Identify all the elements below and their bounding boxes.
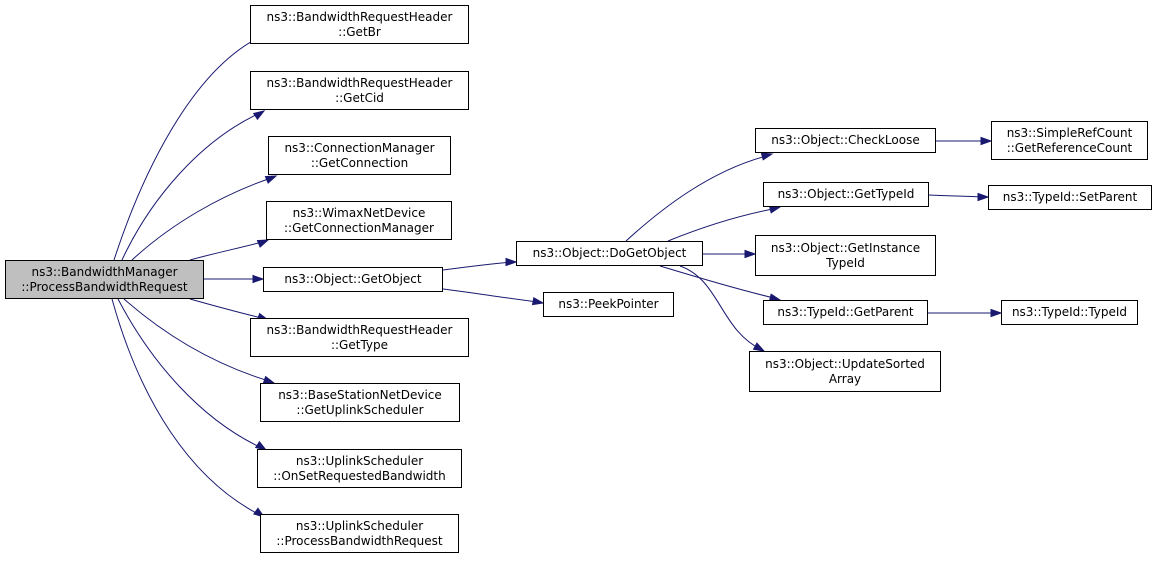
node-label-line-1: ns3::BandwidthRequestHeader [266,322,453,337]
node-label-line-2: ::GetConnectionManager [284,220,434,235]
node-label-line-1: ns3::TypeId::TypeId [1011,305,1128,319]
node-object-updatesortedarray[interactable]: ns3::Object::UpdateSorted Array [749,351,941,392]
edge-getparent-typeid-arrowhead [990,308,1003,318]
edge-root-getconnectionmanager [189,240,267,261]
node-uplinkscheduler-onsetrequestedbandwidth[interactable]: ns3::UplinkScheduler ::OnSetRequestedBan… [257,449,462,488]
node-label-line-2: TypeId [826,255,865,270]
edge-root-onsetrequestedbandwidth [117,298,265,450]
node-typeid-typeid[interactable]: ns3::TypeId::TypeId [1001,300,1138,325]
node-label-line-1: ns3::Object::DoGetObject [532,246,687,260]
edge-dogetobject-gettypeid-arrowhead [768,205,782,214]
node-object-gettypeid[interactable]: ns3::Object::GetTypeId [763,182,929,207]
edge-gettypeid-setparent [928,194,984,198]
node-label-line-1: ns3::BandwidthRequestHeader [266,9,453,24]
edge-root-getconnectionmanager-arrowhead [256,239,270,248]
node-peekpointer[interactable]: ns3::PeekPointer [543,292,674,317]
node-bandwidthmanager-processbandwidthrequest[interactable]: ns3::BandwidthManager ::ProcessBandwidth… [5,260,204,299]
node-label-line-2: ::GetReferenceCount [1006,140,1133,155]
node-object-dogetobject[interactable]: ns3::Object::DoGetObject [516,241,703,266]
edge-root-getcid [121,111,263,261]
edge-dogetobject-checkloose [625,154,771,242]
edge-getobject-dogetobject [442,261,512,271]
node-label-line-2: ::GetUplinkScheduler [296,402,424,417]
node-label-line-1: ns3::Object::UpdateSorted [765,356,925,371]
node-label-line-2: ::GetCid [335,90,384,105]
node-label-line-2: ::GetType [330,337,389,352]
edge-gettypeid-setparent-arrowhead [977,192,990,202]
edge-getobject-peekpointer [442,288,539,303]
edge-root-onsetrequestedbandwidth-arrowhead [254,440,268,451]
node-label-line-1: ns3::UplinkScheduler [295,453,424,468]
node-label-line-2: ::ProcessBandwidthRequest [276,533,443,548]
node-object-getobject[interactable]: ns3::Object::GetObject [263,267,443,292]
edge-dogetobject-updatesortedarray-arrowhead [752,342,766,352]
node-wimaxnetdevice-getconnectionmanager[interactable]: ns3::WimaxNetDevice ::GetConnectionManag… [266,201,452,240]
node-label-line-1: ns3::WimaxNetDevice [292,205,426,220]
node-label-line-2: ::GetConnection [310,155,409,170]
edge-root-getobject-arrowhead [252,274,265,284]
edge-getobject-peekpointer-arrowhead [531,296,545,306]
edge-root-getconnection-arrowhead [264,175,278,184]
node-label-line-1: ns3::Object::GetObject [284,272,422,286]
node-simplerefcount-getreferencecount[interactable]: ns3::SimpleRefCount ::GetReferenceCount [991,121,1148,160]
edge-getobject-dogetobject-arrowhead [505,257,518,267]
node-label-line-2: ::OnSetRequestedBandwidth [273,468,446,483]
node-label-line-1: ns3::TypeId::SetParent [1002,190,1138,204]
edge-root-gettype [189,298,267,320]
node-basestationnetdevice-getuplinkscheduler[interactable]: ns3::BaseStationNetDevice ::GetUplinkSch… [260,383,460,422]
edge-dogetobject-gettypeid [667,207,779,242]
node-label-line-1: ns3::Object::GetInstance [770,240,921,255]
node-label-line-1: ns3::ConnectionManager [284,140,435,155]
node-label-line-1: ns3::BandwidthRequestHeader [266,75,453,90]
edge-checkloose-getreferencecount-arrowhead [980,136,993,146]
edge-dogetobject-updatesortedarray [679,265,763,351]
node-label-line-1: ns3::TypeId::GetParent [777,305,914,319]
node-label-line-2: ::ProcessBandwidthRequest [21,279,188,294]
node-typeid-getparent[interactable]: ns3::TypeId::GetParent [763,300,928,325]
node-label-line-1: ns3::SimpleRefCount [1006,125,1133,140]
node-label-line-1: ns3::BandwidthManager [31,264,178,279]
node-bandwidthrequestheader-getcid[interactable]: ns3::BandwidthRequestHeader ::GetCid [250,71,469,110]
node-object-getinstancetypeid[interactable]: ns3::Object::GetInstance TypeId [755,235,936,276]
node-label-line-2: Array [828,371,862,386]
edge-dogetobject-getinstancetypeid-arrowhead [744,249,757,259]
edge-root-getconnection [131,176,275,261]
node-uplinkscheduler-processbandwidthrequest[interactable]: ns3::UplinkScheduler ::ProcessBandwidthR… [260,514,459,553]
edge-root-getbr [113,35,263,261]
node-typeid-setparent[interactable]: ns3::TypeId::SetParent [988,185,1152,210]
node-label-line-1: ns3::UplinkScheduler [295,518,424,533]
edge-dogetobject-getparent [659,265,779,300]
node-bandwidthrequestheader-getbr[interactable]: ns3::BandwidthRequestHeader ::GetBr [250,5,469,44]
node-object-checkloose[interactable]: ns3::Object::CheckLoose [755,128,936,153]
node-label-line-1: ns3::PeekPointer [558,297,659,311]
edge-root-processbandwidthrequest [111,298,263,517]
edge-root-getcid-arrowhead [252,110,266,121]
node-label-line-2: ::GetBr [338,24,381,39]
node-connectionmanager-getconnection[interactable]: ns3::ConnectionManager ::GetConnection [268,136,451,175]
node-bandwidthrequestheader-gettype[interactable]: ns3::BandwidthRequestHeader ::GetType [250,318,469,357]
node-label-line-1: ns3::Object::CheckLoose [771,133,920,147]
node-label-line-1: ns3::BaseStationNetDevice [278,387,442,402]
edge-dogetobject-checkloose-arrowhead [760,152,774,161]
edge-root-getuplinkscheduler [123,298,273,383]
node-label-line-1: ns3::Object::GetTypeId [777,187,915,201]
